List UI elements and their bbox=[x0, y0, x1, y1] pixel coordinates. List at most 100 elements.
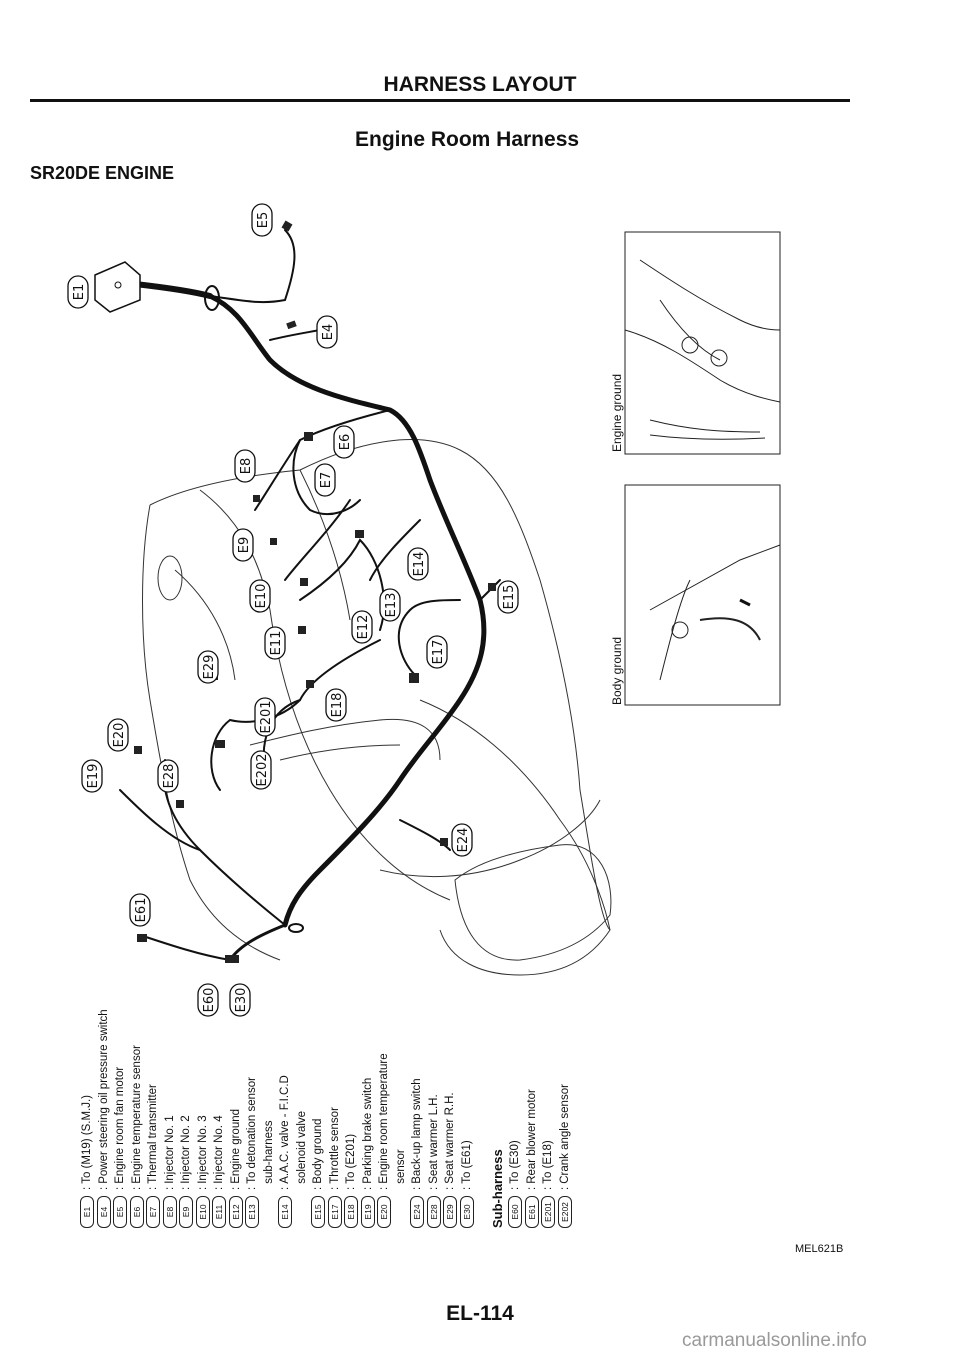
body-ground-label: Body ground bbox=[610, 636, 624, 705]
e1-connector-icon bbox=[94, 261, 141, 313]
legend-row: E5:Engine room fan motor bbox=[113, 1067, 127, 1228]
legend-text: Injector No. 2 bbox=[180, 1115, 193, 1184]
connector-label-e4: E4 bbox=[316, 315, 338, 349]
connector-label-text: E10 bbox=[254, 584, 269, 609]
connector-label-box bbox=[234, 449, 256, 483]
legend-row: solenoid valve bbox=[295, 1111, 309, 1228]
legend-text: Crank angle sensor bbox=[558, 1084, 571, 1184]
legend-row: E9:Injector No. 2 bbox=[179, 1115, 193, 1228]
legend-text: Throttle sensor bbox=[328, 1107, 341, 1184]
legend-text: To detonation sensor bbox=[246, 1077, 259, 1184]
legend-text: Seat warmer L.H. bbox=[427, 1094, 440, 1184]
connector-label-text: E7 bbox=[319, 472, 334, 489]
connector-label-e28: E28 bbox=[157, 759, 179, 793]
connector-label-e6: E6 bbox=[333, 425, 355, 459]
connector-legend: E1: To (M19) (S.M.J.)E4:Power steering oi… bbox=[80, 668, 572, 1229]
legend-separator: : bbox=[361, 1186, 374, 1190]
legend-text: Engine room fan motor bbox=[114, 1066, 127, 1184]
legend-separator: : bbox=[163, 1186, 176, 1190]
connector-label-box bbox=[351, 610, 373, 644]
legend-code: E5 bbox=[113, 1196, 127, 1228]
legend-text: Parking brake switch bbox=[361, 1077, 374, 1184]
connector-label-text: E20 bbox=[112, 723, 127, 748]
legend-code: E14 bbox=[278, 1196, 292, 1228]
engine-label: SR20DE ENGINE bbox=[30, 163, 175, 183]
connector-label-e19: E19 bbox=[81, 759, 103, 793]
legend-text: Injector No. 4 bbox=[213, 1115, 226, 1184]
legend-separator: : bbox=[213, 1186, 226, 1190]
connector-label-text: E13 bbox=[384, 593, 399, 618]
sub-harness-row: E61:Rear blower motor bbox=[524, 1089, 539, 1228]
legend-separator: : bbox=[345, 1186, 358, 1190]
legend-code: E24 bbox=[410, 1196, 424, 1228]
legend-text: To (M19) (S.M.J.) bbox=[81, 1094, 94, 1184]
connector-label-text: E30 bbox=[234, 988, 249, 1013]
legend-separator bbox=[395, 1187, 407, 1190]
connector-label-e14: E14 bbox=[407, 547, 429, 581]
legend-separator: : bbox=[130, 1186, 143, 1190]
legend-separator: : bbox=[558, 1186, 571, 1190]
figure-id: MEL621B bbox=[795, 1243, 844, 1255]
legend-code: E20 bbox=[377, 1196, 391, 1228]
connector-label-box bbox=[333, 425, 355, 459]
connector-label-e10: E10 bbox=[249, 579, 271, 613]
connector-label-e11: E11 bbox=[264, 626, 286, 660]
legend-row: E15:Body ground bbox=[311, 1119, 325, 1228]
connector-label-box bbox=[249, 579, 271, 613]
legend-separator: : bbox=[427, 1186, 440, 1190]
connector-label-e30: E30 bbox=[229, 983, 251, 1017]
legend-separator: : bbox=[246, 1186, 259, 1190]
legend-code: E19 bbox=[360, 1196, 375, 1228]
connector-label-text: E60 bbox=[202, 988, 217, 1013]
legend-separator bbox=[263, 1187, 275, 1190]
legend-text: Engine room temperature bbox=[378, 1053, 391, 1184]
legend-text: To (E201) bbox=[345, 1133, 358, 1184]
legend-separator: : bbox=[81, 1186, 94, 1190]
legend-separator: : bbox=[328, 1186, 341, 1190]
legend-code: E60 bbox=[508, 1196, 522, 1228]
connector-label-box bbox=[229, 983, 251, 1017]
legend-row: E4:Power steering oil pressure switch bbox=[96, 1009, 111, 1228]
legend-separator: : bbox=[312, 1186, 325, 1190]
legend-separator: : bbox=[444, 1186, 457, 1190]
connector-label-text: E15 bbox=[502, 585, 517, 610]
connector-label-box bbox=[407, 547, 429, 581]
legend-row: E18:To (E201) bbox=[344, 1134, 358, 1228]
connector-label-box bbox=[426, 635, 448, 669]
page-number: EL-114 bbox=[446, 1302, 514, 1325]
connector-label-box bbox=[107, 718, 129, 752]
connector-label-box bbox=[316, 315, 338, 349]
legend-row: E11:Injector No. 4 bbox=[212, 1115, 226, 1228]
legend-code: E15 bbox=[311, 1196, 325, 1228]
connector-label-text: E14 bbox=[412, 552, 427, 577]
connector-label-e17: E17 bbox=[426, 635, 448, 669]
connector-label-box bbox=[379, 588, 401, 622]
connector-label-e201: E201 bbox=[254, 697, 276, 737]
connector-label-e24: E24 bbox=[451, 823, 473, 857]
legend-row: E19: Parking brake switch bbox=[360, 1077, 375, 1228]
legend-row: sub-harness bbox=[262, 1121, 276, 1229]
body-ground-detail bbox=[624, 484, 781, 706]
connector-label-box bbox=[451, 823, 473, 857]
legend-code: E9 bbox=[179, 1196, 193, 1228]
legend-row: E6:Engine temperature sensor bbox=[129, 1045, 144, 1228]
connector-label-box bbox=[129, 893, 151, 927]
sub-harness-row: E202:Crank angle sensor bbox=[557, 1084, 572, 1228]
legend-row: E10:Injector No. 3 bbox=[195, 1115, 210, 1228]
connector-label-text: E12 bbox=[356, 615, 371, 640]
legend-code: E1 bbox=[80, 1196, 94, 1228]
legend-row: E13: To detonation sensor bbox=[245, 1077, 259, 1228]
sub-harness-row: E201:To (E18) bbox=[541, 1140, 555, 1228]
legend-code: E13 bbox=[245, 1196, 259, 1228]
legend-text: sensor bbox=[394, 1149, 407, 1184]
connector-label-e29: E29 bbox=[197, 650, 219, 684]
connector-label-box bbox=[497, 580, 519, 614]
sub-harness-row: E60:To (E30) bbox=[508, 1140, 522, 1228]
connector-label-text: E6 bbox=[338, 434, 353, 451]
connector-label-box bbox=[81, 759, 103, 793]
legend-text: To (E61) bbox=[460, 1140, 473, 1184]
legend-separator: : bbox=[147, 1186, 160, 1190]
legend-text: sub-harness bbox=[262, 1120, 275, 1184]
connector-label-e20: E20 bbox=[107, 718, 129, 752]
